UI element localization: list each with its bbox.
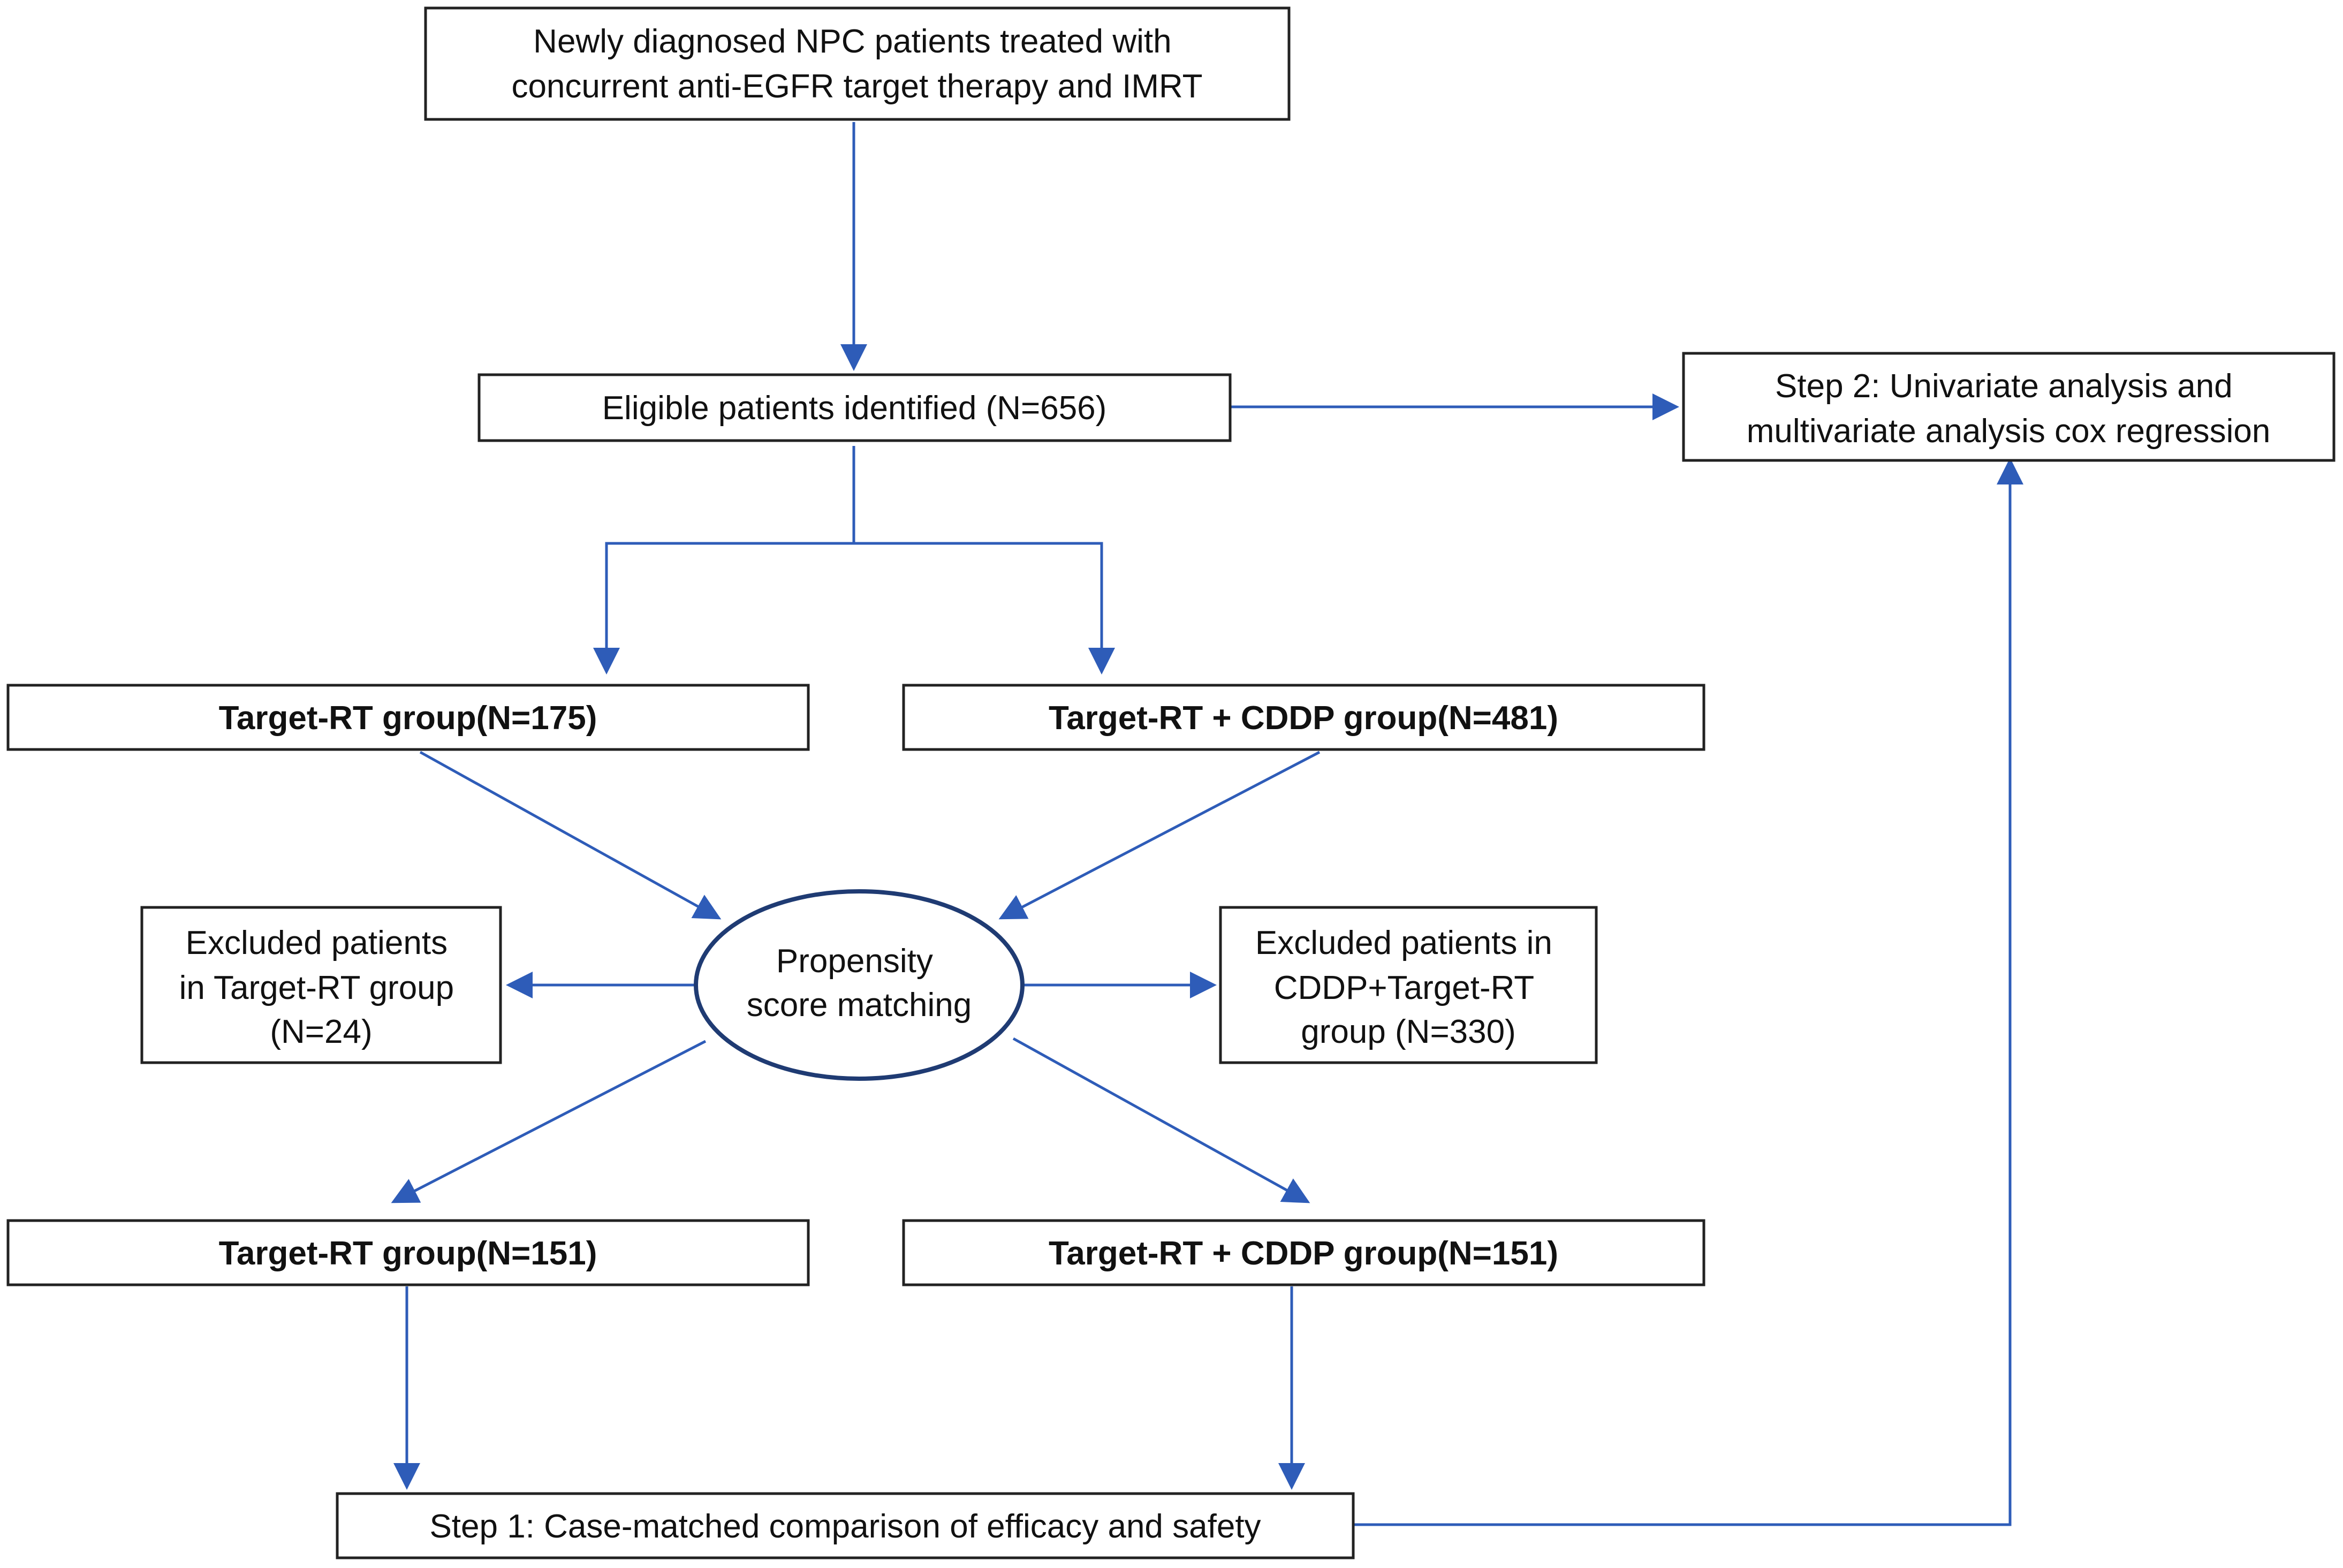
svg-text:Step 2: Univariate analysis an: Step 2: Univariate analysis and multivar… — [1747, 368, 2271, 450]
node-excluded-rt-line-2: in Target-RT group — [179, 969, 454, 1006]
svg-text:Excluded patients in Tar: Excluded patients in Target-RT group (N=… — [179, 925, 464, 1050]
node-eligible: Eligible patients identified (N=656) — [477, 373, 1232, 442]
node-step2-line-2: multivariate analysis cox regression — [1747, 413, 2271, 450]
node-target-rt-post: Target-RT group(N=151) — [6, 1219, 810, 1286]
node-start-line-1: Newly diagnosed NPC patients treated wit… — [533, 23, 1171, 60]
node-psm-line-1: Propensity — [776, 943, 933, 980]
arrow-step1-to-step2 — [1353, 458, 2023, 1526]
node-step2: Step 2: Univariate analysis and multivar… — [1682, 352, 2336, 462]
node-target-cddp-pre-label: Target-RT + CDDP group(N=481) — [1049, 700, 1558, 737]
node-excluded-rt-line-3: (N=24) — [270, 1013, 372, 1050]
node-excluded-cddp-line-2: CDDP+Target-RT — [1274, 969, 1534, 1006]
node-excluded-rt-line-1: Excluded patients — [186, 925, 448, 961]
connectors — [391, 122, 2023, 1526]
node-target-rt-pre: Target-RT group(N=175) — [6, 684, 810, 751]
svg-text:Newly diagnosed NPC patients t: Newly diagnosed NPC patients treated wit… — [511, 23, 1202, 105]
node-start-line-2: concurrent anti-EGFR target therapy and … — [511, 68, 1202, 105]
node-target-cddp-post-label: Target-RT + CDDP group(N=151) — [1049, 1235, 1558, 1272]
node-step1-label: Step 1: Case-matched comparison of effic… — [429, 1508, 1261, 1545]
arrow-psm-to-cddp-post — [1012, 1037, 1310, 1203]
node-psm: Propensity score matching — [694, 889, 1025, 1081]
node-excluded-cddp-line-1: Excluded patients in — [1255, 925, 1552, 961]
arrow-psm-to-rt-post — [391, 1040, 707, 1203]
node-step1: Step 1: Case-matched comparison of effic… — [336, 1492, 1355, 1559]
split-line-eligible-right — [854, 542, 1115, 675]
node-eligible-label: Eligible patients identified (N=656) — [602, 390, 1107, 427]
arrow-rt-to-psm — [419, 751, 722, 920]
node-psm-line-2: score matching — [747, 987, 972, 1024]
node-excluded-cddp-line-3: group (N=330) — [1301, 1013, 1516, 1050]
arrow-cddp-to-psm — [998, 751, 1321, 920]
node-target-rt-post-label: Target-RT group(N=151) — [219, 1235, 597, 1272]
svg-text:Propensity score matchin: Propensity score matching — [747, 943, 972, 1024]
node-start: Newly diagnosed NPC patients treated wit… — [424, 6, 1291, 121]
svg-text:Excluded patients in CDD: Excluded patients in CDDP+Target-RT grou… — [1255, 925, 1561, 1050]
split-line-eligible — [593, 446, 855, 675]
node-target-cddp-pre: Target-RT + CDDP group(N=481) — [902, 684, 1705, 751]
node-target-rt-pre-label: Target-RT group(N=175) — [219, 700, 597, 737]
node-step2-line-1: Step 2: Univariate analysis and — [1775, 368, 2233, 405]
node-excluded-rt: Excluded patients in Target-RT group (N=… — [140, 906, 502, 1064]
node-target-cddp-post: Target-RT + CDDP group(N=151) — [902, 1219, 1705, 1286]
node-excluded-cddp: Excluded patients in CDDP+Target-RT grou… — [1219, 906, 1598, 1064]
